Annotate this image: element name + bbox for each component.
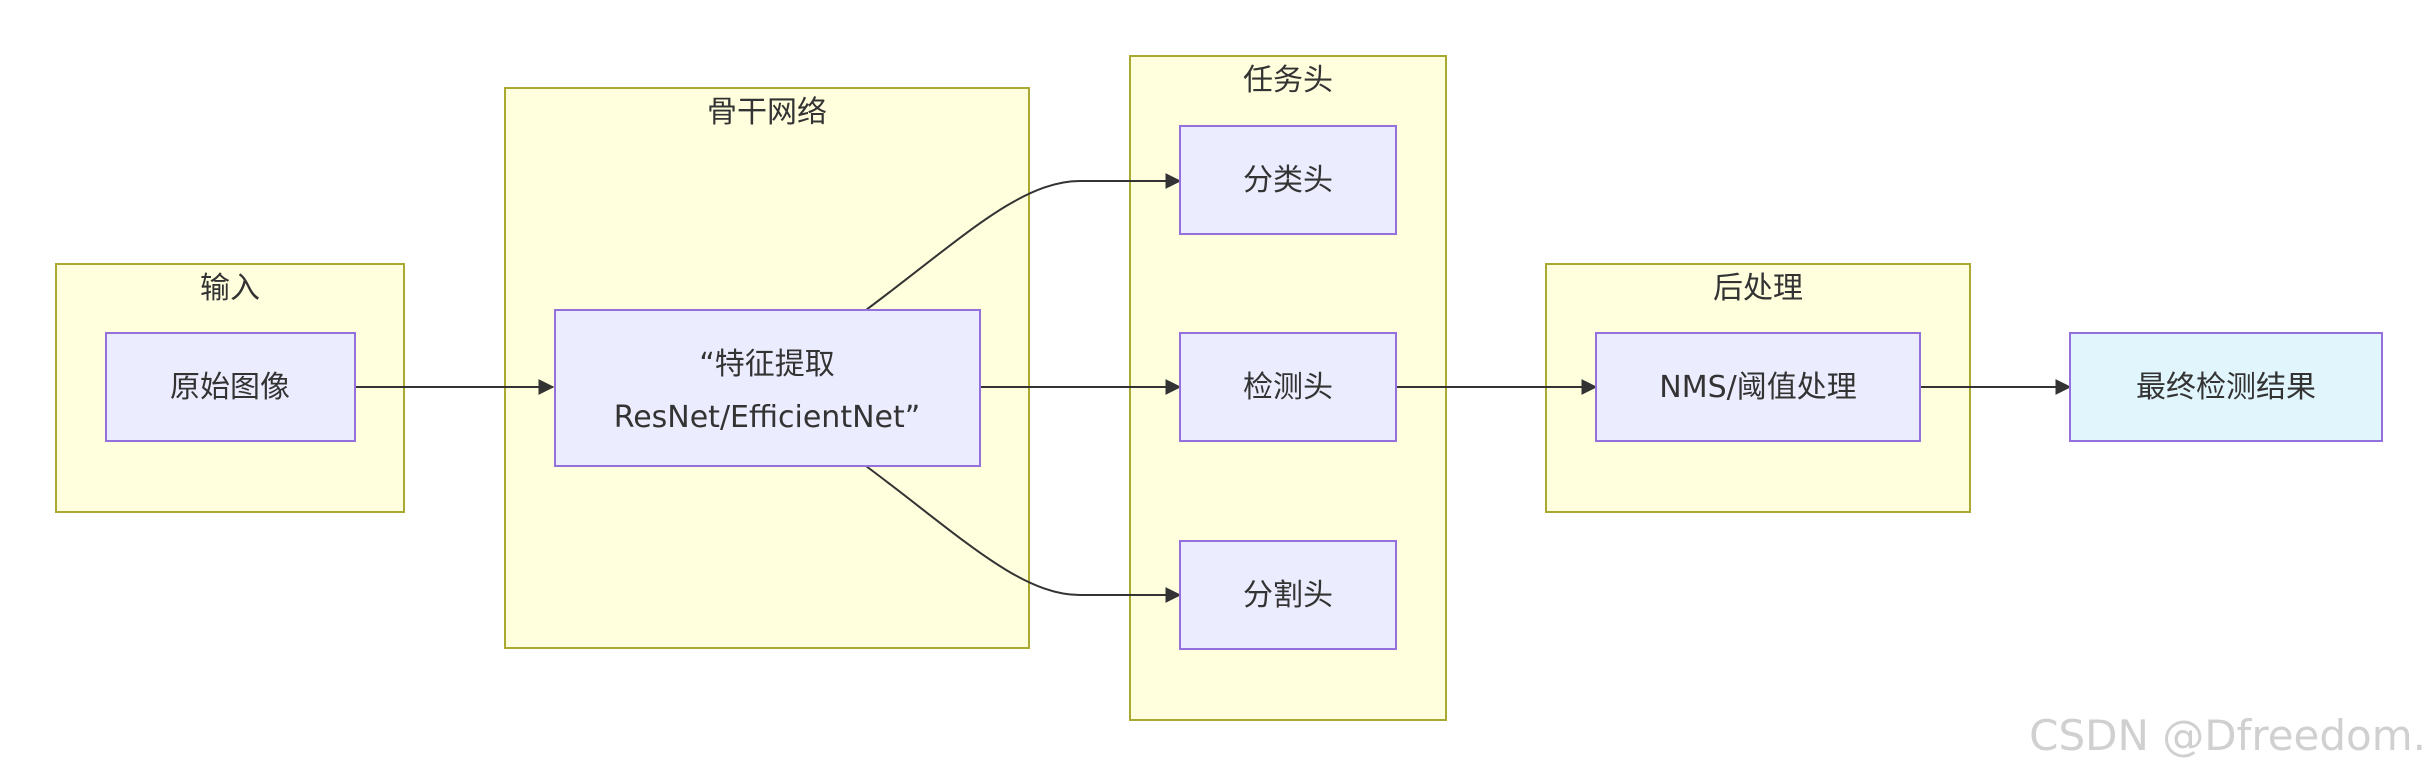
node-det-head-label: 检测头 [1243,370,1333,405]
node-cls-head: 分类头 [1179,125,1397,235]
edge-feature-to-seg [865,465,1182,603]
cluster-postprocess-label: 后处理 [1713,271,1803,306]
node-cls-head-label: 分类头 [1243,163,1333,198]
cluster-heads-label: 任务头 [1243,63,1333,98]
node-det-head: 检测头 [1179,332,1397,442]
node-feature-label-line1: “特征提取 [699,347,835,382]
node-seg-head-label: 分割头 [1243,578,1333,613]
watermark: CSDN @Dfreedom. [2029,711,2426,760]
node-nms: NMS/阈值处理 [1595,332,1921,442]
node-raw-image: 原始图像 [105,332,356,442]
node-raw-image-label: 原始图像 [170,370,290,405]
edges [355,173,2072,603]
edge-feature-to-cls [865,173,1182,311]
node-nms-label: NMS/阈值处理 [1659,370,1856,405]
cluster-input-label: 输入 [200,271,260,306]
node-feature-label-line2: ResNet/EfficientNet” [614,400,921,435]
node-seg-head: 分割头 [1179,540,1397,650]
cluster-backbone-label: 骨干网络 [707,95,827,130]
node-final-result: 最终检测结果 [2069,332,2383,442]
node-feature-extraction: “特征提取 ResNet/EfficientNet” [554,309,981,467]
node-final-result-label: 最终检测结果 [2136,370,2316,405]
